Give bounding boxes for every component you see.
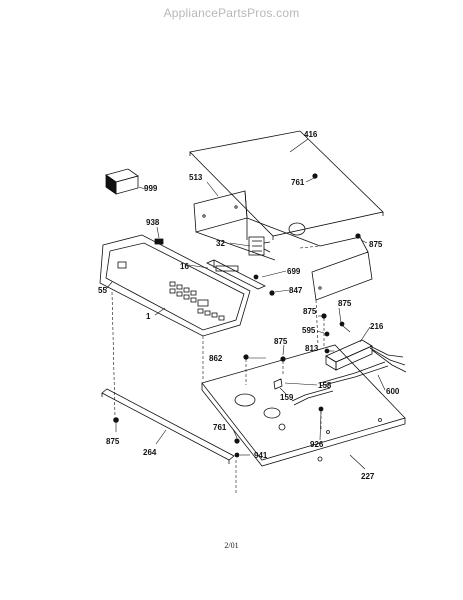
label-227: 227 — [361, 472, 375, 481]
label-875-mid: 875 — [338, 299, 352, 308]
part-side-bracket — [311, 236, 373, 301]
label-16: 16 — [180, 262, 189, 271]
screw-icons — [113, 173, 361, 458]
part-264-rail — [101, 388, 235, 464]
label-862: 862 — [209, 354, 223, 363]
part-1-control-panel — [99, 234, 251, 337]
label-595: 595 — [302, 326, 316, 335]
part-999-box — [105, 168, 139, 195]
label-941: 941 — [254, 451, 268, 460]
label-158: 158 — [318, 381, 332, 390]
label-999: 999 — [144, 184, 158, 193]
label-926: 926 — [310, 440, 324, 449]
part-158-clip — [273, 378, 283, 390]
part-938-clip — [154, 238, 164, 245]
part-labels: 416 513 761 999 938 32 16 699 875 55 847… — [98, 130, 400, 481]
label-416: 416 — [304, 130, 318, 139]
label-1: 1 — [146, 312, 151, 321]
label-32: 32 — [216, 239, 225, 248]
label-55: 55 — [98, 286, 107, 295]
label-264: 264 — [143, 448, 157, 457]
wire-bundle — [291, 345, 407, 406]
footer-date: 2/01 — [224, 541, 239, 550]
label-216: 216 — [370, 322, 384, 331]
leader-lines — [105, 138, 386, 470]
part-513-rear-box — [193, 190, 321, 261]
label-600: 600 — [386, 387, 400, 396]
label-761-top: 761 — [291, 178, 305, 187]
label-513: 513 — [189, 173, 203, 182]
label-938: 938 — [146, 218, 160, 227]
part-227-base-tray — [201, 344, 406, 467]
label-699: 699 — [287, 267, 301, 276]
part-16-display-board — [206, 259, 266, 290]
part-416-top-cover — [189, 130, 384, 240]
label-847: 847 — [289, 286, 303, 295]
assembly-guide-lines — [111, 245, 325, 495]
label-875-left: 875 — [106, 437, 120, 446]
label-761-bottom: 761 — [213, 423, 227, 432]
label-875-right: 875 — [369, 240, 383, 249]
label-813: 813 — [305, 344, 319, 353]
label-875-center: 875 — [274, 337, 288, 346]
keypad-grid — [169, 281, 225, 321]
label-875-upper: 875 — [303, 307, 317, 316]
part-216-wire-box — [325, 339, 373, 371]
label-159: 159 — [280, 393, 294, 402]
watermark-text: AppliancePartsPros.com — [163, 6, 300, 20]
